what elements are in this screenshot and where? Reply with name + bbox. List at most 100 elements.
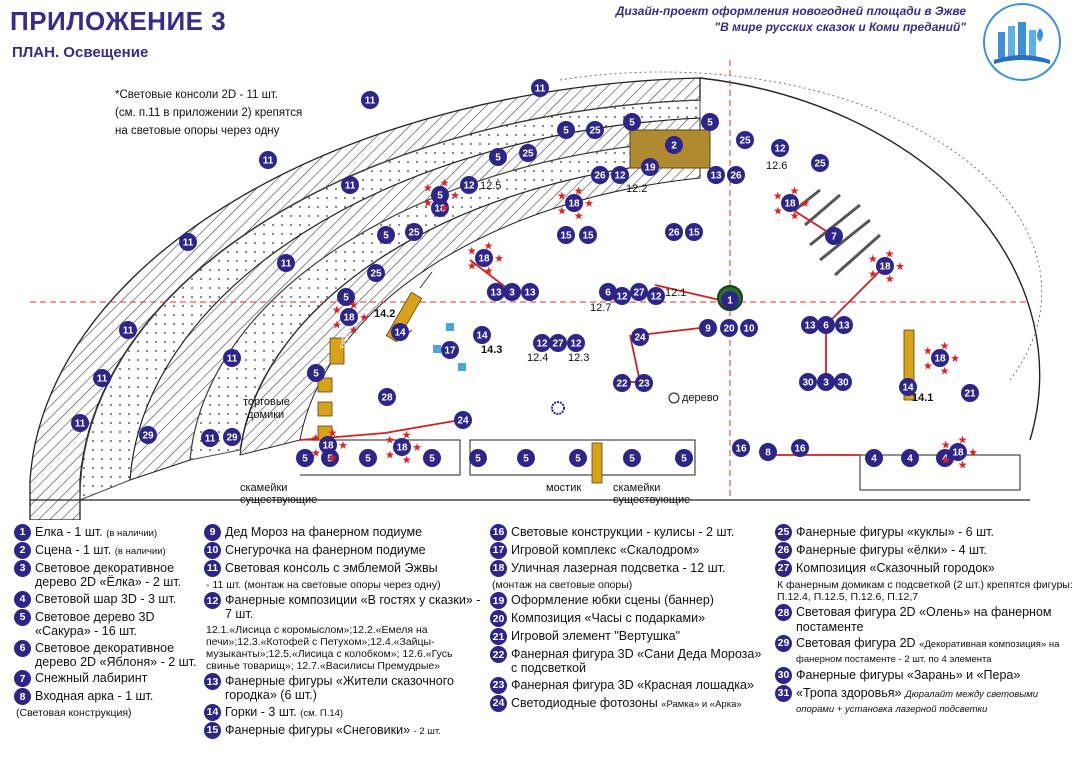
- laser-star-icon: ★: [923, 361, 933, 373]
- plan-marker: [586, 121, 604, 139]
- laser-star-icon: ★: [885, 249, 895, 261]
- note-line-3: на световые опоры через одну: [115, 125, 280, 137]
- laser-star-icon: ★: [332, 320, 342, 332]
- laser-star-icon: ★: [958, 459, 968, 471]
- plan-marker-number: 5: [437, 191, 443, 202]
- plan-marker-number: 25: [739, 136, 751, 147]
- plan-marker-number: 26: [668, 228, 680, 239]
- plan-marker-number: 5: [681, 454, 687, 465]
- label-12-3: 12.3: [568, 352, 590, 364]
- plan-marker: [179, 233, 197, 251]
- laser-star-icon: ★: [328, 428, 338, 440]
- plan-marker-number: 13: [838, 321, 850, 332]
- plan-marker-number: 26: [730, 171, 742, 182]
- plan-marker-number: 3: [823, 378, 829, 389]
- plan-marker: [740, 319, 758, 337]
- plan-marker-number: 15: [582, 231, 594, 242]
- plan-marker: [835, 316, 853, 334]
- label-12-7: 12.7: [590, 302, 612, 314]
- plan-marker: [817, 373, 835, 391]
- plan-marker: [139, 426, 157, 444]
- plan-marker-number: 27: [633, 288, 645, 299]
- snow-labyrinth: [794, 188, 881, 277]
- plan-marker: [631, 328, 649, 346]
- laser-star-icon: ★: [440, 202, 450, 214]
- plan-marker: [579, 226, 597, 244]
- plan-marker: [473, 326, 491, 344]
- laser-star-icon: ★: [773, 190, 783, 202]
- plan-marker: [961, 384, 979, 402]
- label-14-2: 14.2: [374, 308, 396, 320]
- plan-marker-number: 5: [629, 454, 635, 465]
- plan-marker-number: 13: [804, 321, 816, 332]
- plan-marker-number: 7: [831, 232, 837, 243]
- plan-marker-number: 5: [429, 454, 435, 465]
- plan-marker-number: 5: [707, 118, 713, 129]
- plan-marker: [367, 264, 385, 282]
- plan-marker: [591, 166, 609, 184]
- page-title: ПРИЛОЖЕНИЕ 3: [10, 6, 227, 36]
- plan-marker-number: 18: [434, 204, 446, 215]
- laser-star-icon: ★: [359, 312, 369, 324]
- plan-marker: [487, 283, 505, 301]
- laser-star-icon: ★: [940, 341, 950, 353]
- label-skameyki-2a: скамейки: [613, 482, 661, 494]
- laser-star-icon: ★: [574, 210, 584, 222]
- plan-marker-number: 25: [408, 228, 420, 239]
- plan-marker: [623, 113, 641, 131]
- label-mostik: мостик: [546, 482, 582, 494]
- plan-marker-number: 11: [97, 374, 108, 385]
- plan-marker: [721, 291, 739, 309]
- plan-marker-number: 17: [444, 346, 456, 357]
- plan-marker: [635, 374, 653, 392]
- plan-marker: [557, 121, 575, 139]
- plan-marker-number: 18: [784, 199, 796, 210]
- plan-marker-number: 16: [735, 444, 747, 455]
- plan-marker-number: 5: [495, 153, 501, 164]
- laser-star-icon: ★: [311, 432, 321, 444]
- plan-marker: [736, 131, 754, 149]
- laser-star-icon: ★: [584, 198, 594, 210]
- plan-marker: [771, 139, 789, 157]
- label-12-4: 12.4: [527, 352, 549, 364]
- plan-marker: [223, 428, 241, 446]
- plan-marker-number: 28: [381, 393, 393, 404]
- plan-marker: [565, 194, 583, 212]
- plan-marker-number: 18: [568, 199, 580, 210]
- plan-marker: [732, 439, 750, 457]
- plan-marker: [557, 226, 575, 244]
- label-12-1: 12.1: [665, 287, 687, 299]
- plan-marker-number: 25: [589, 126, 601, 137]
- legend-item-12-sub: 12.1.«Лисица с коромыслом»;12.2.«Емеля н…: [206, 623, 453, 672]
- plan-marker: [469, 449, 487, 467]
- laser-star-icon: ★: [450, 190, 460, 202]
- plan-marker: [319, 436, 337, 454]
- plan-marker-number: 11: [263, 156, 274, 167]
- legend-item-18-sub: (монтаж на световые опоры): [492, 579, 633, 591]
- plan-marker-number: 9: [705, 324, 711, 335]
- plan-marker: [727, 166, 745, 184]
- laser-star-icon: ★: [423, 198, 433, 210]
- plan-marker-number: 25: [370, 269, 382, 280]
- plan-marker-number: 27: [552, 339, 564, 350]
- plan-marker: [707, 166, 725, 184]
- plan-marker-number: 4: [942, 454, 948, 465]
- laser-star-icon: ★: [385, 450, 395, 462]
- plan-marker-number: 8: [765, 448, 771, 459]
- plan-marker: [223, 349, 241, 367]
- plan-marker: [791, 439, 809, 457]
- legend-item-31: 31«Тропа здоровья» Дюралайт между светов…: [775, 684, 1075, 716]
- note-line-1: *Световые консоли 2D - 11 шт.: [115, 89, 278, 101]
